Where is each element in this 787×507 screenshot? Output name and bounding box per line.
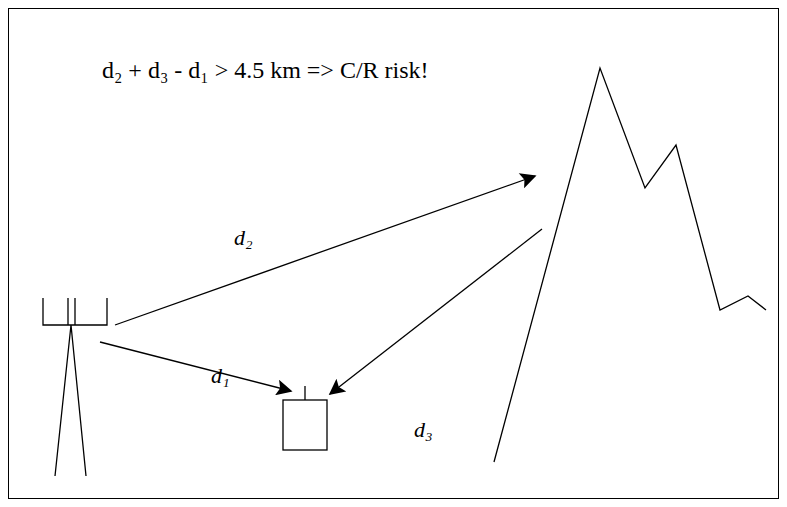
- path-d3-arrow: [330, 229, 542, 394]
- frame-border: [9, 9, 779, 499]
- distance-label: d₁: [211, 363, 230, 388]
- formula-note: d₂ + d₃ - d₁ > 4.5 km => C/R risk!: [102, 57, 429, 83]
- path-d2-arrow: [115, 176, 535, 325]
- distance-label: d₃: [414, 417, 433, 442]
- path-d1-arrow: [100, 342, 291, 391]
- distance-label-holder: d₃: [414, 418, 433, 442]
- distance-label: d₂: [234, 225, 253, 250]
- mobile-station: [283, 386, 327, 450]
- distance-label-holder: d₁: [211, 364, 230, 388]
- mountain-outline: [494, 68, 766, 462]
- antenna-tower: [43, 298, 107, 476]
- formula-note-holder: d₂ + d₃ - d₁ > 4.5 km => C/R risk!: [102, 57, 429, 83]
- distance-label-holder: d₂: [234, 226, 253, 250]
